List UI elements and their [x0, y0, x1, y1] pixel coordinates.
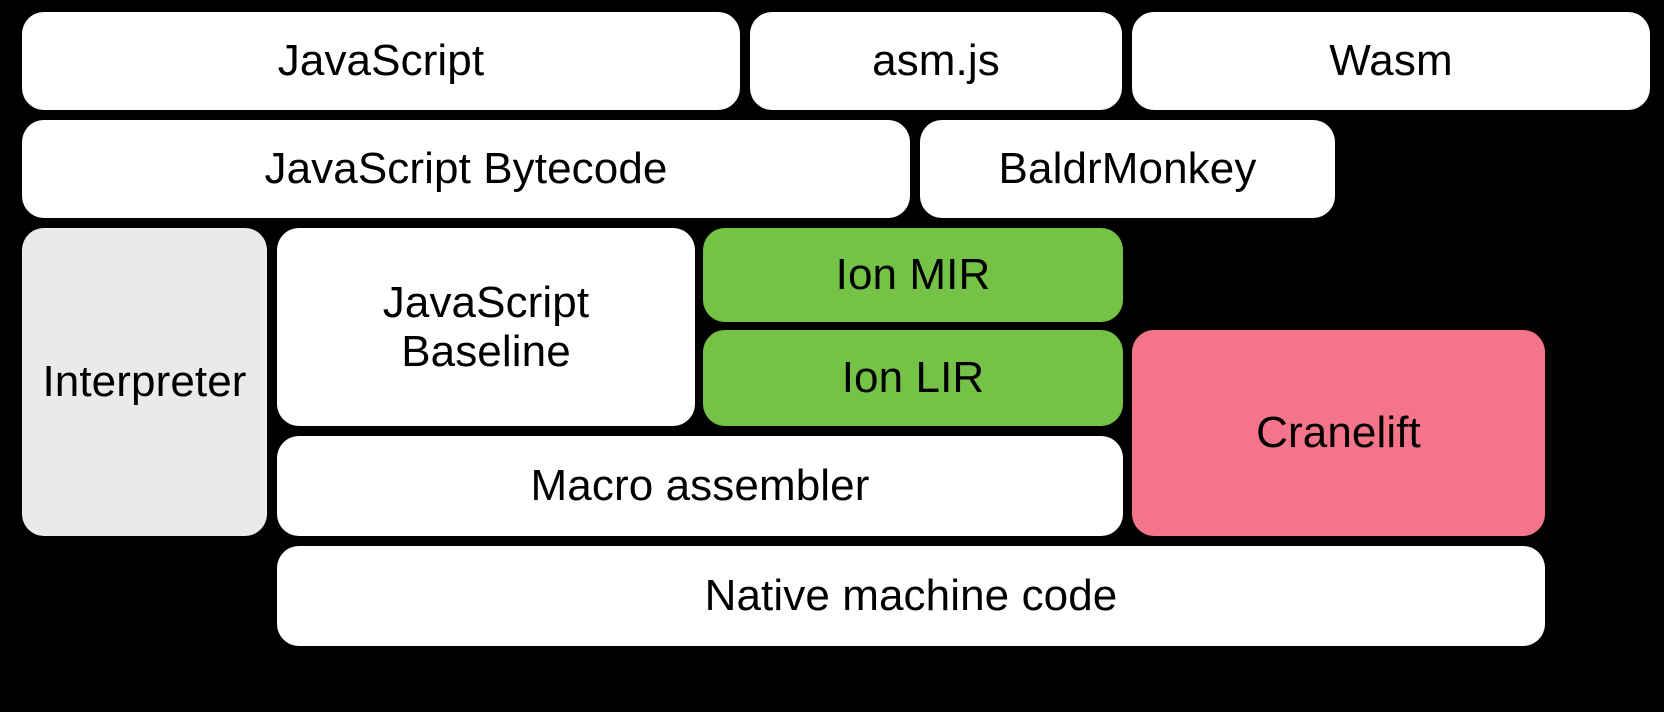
- node-label-macro-assembler: Macro assembler: [530, 461, 870, 511]
- node-asmjs: asm.js: [750, 12, 1122, 110]
- node-label-cranelift: Cranelift: [1256, 408, 1421, 458]
- node-baldrmonkey: BaldrMonkey: [920, 120, 1335, 218]
- node-label-ion-mir: Ion MIR: [835, 250, 991, 300]
- node-label-asmjs: asm.js: [872, 36, 1000, 86]
- node-javascript: JavaScript: [22, 12, 740, 110]
- node-javascript-bytecode: JavaScript Bytecode: [22, 120, 910, 218]
- node-cranelift: Cranelift: [1132, 330, 1545, 536]
- node-label-native-machine-code: Native machine code: [704, 571, 1118, 621]
- node-label-baldrmonkey: BaldrMonkey: [998, 144, 1257, 194]
- node-label-ion-lir: Ion LIR: [841, 353, 985, 403]
- node-label-interpreter: Interpreter: [42, 357, 247, 407]
- node-macro-assembler: Macro assembler: [277, 436, 1123, 536]
- node-label-javascript-baseline: JavaScript Baseline: [382, 277, 590, 376]
- node-label-javascript-bytecode: JavaScript Bytecode: [264, 144, 668, 194]
- node-javascript-baseline: JavaScript Baseline: [277, 228, 695, 426]
- node-label-javascript: JavaScript: [277, 36, 485, 86]
- node-wasm: Wasm: [1132, 12, 1650, 110]
- node-interpreter: Interpreter: [22, 228, 267, 536]
- node-ion-lir: Ion LIR: [703, 330, 1123, 426]
- node-native-machine-code: Native machine code: [277, 546, 1545, 646]
- node-ion-mir: Ion MIR: [703, 228, 1123, 322]
- node-label-wasm: Wasm: [1329, 36, 1453, 86]
